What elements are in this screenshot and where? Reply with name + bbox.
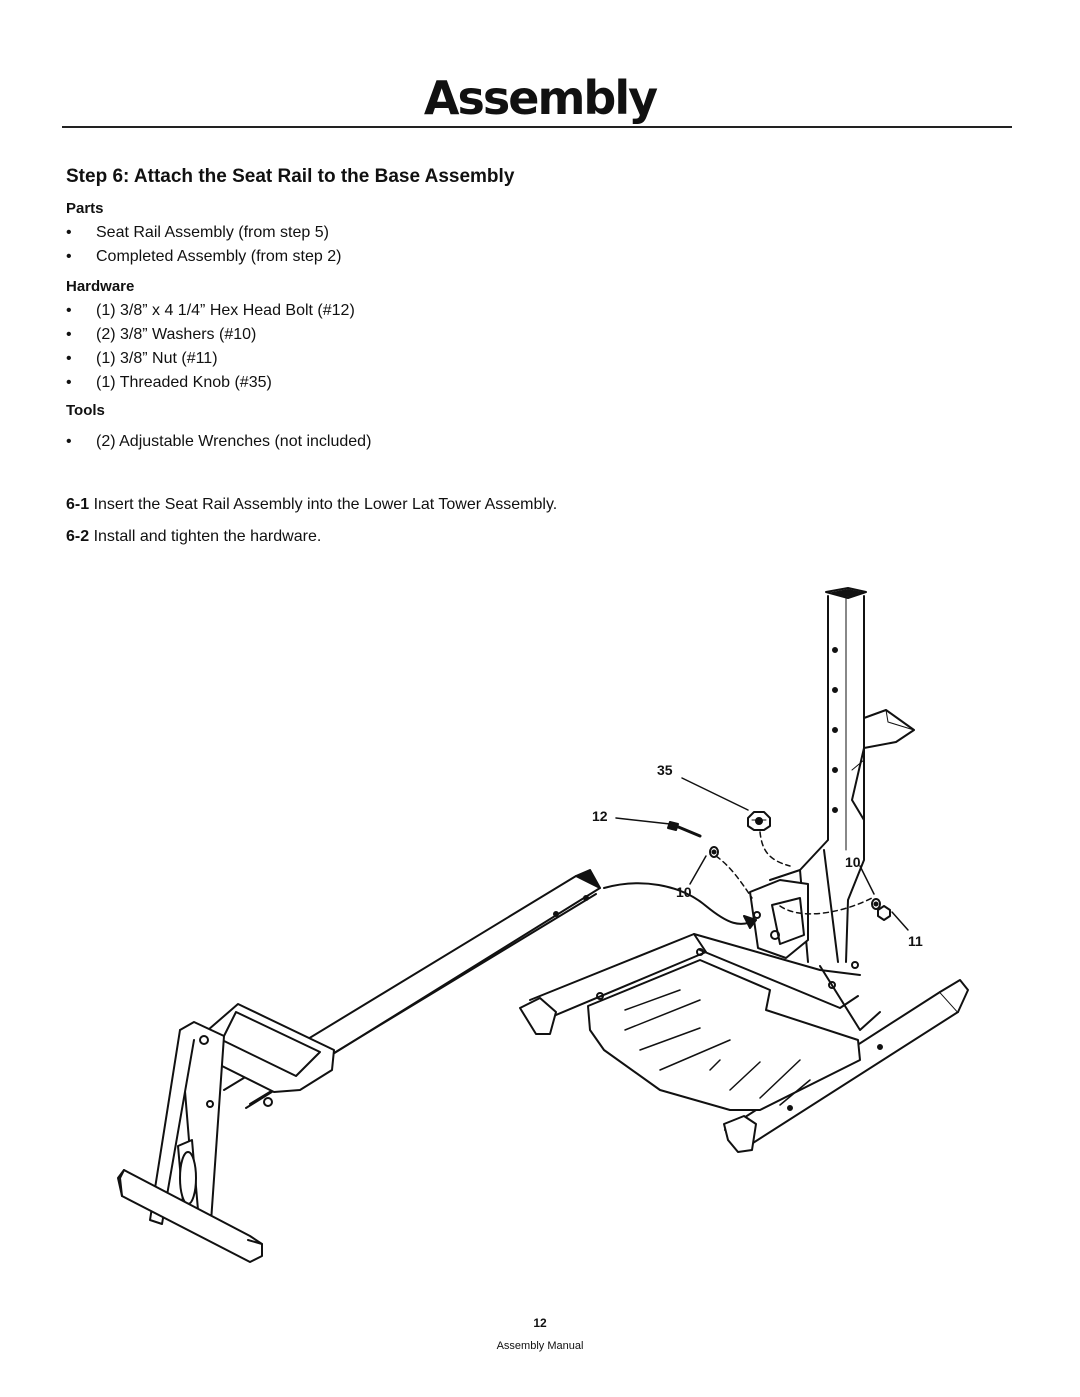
callout-knob: 35: [657, 762, 673, 778]
callout-washer-right: 10: [845, 854, 861, 870]
parts-list: Seat Rail Assembly (from step 5) Complet…: [66, 222, 341, 270]
assembly-path-lines: [715, 831, 873, 915]
front-leg: [117, 1021, 263, 1263]
hex-nut: [877, 905, 891, 921]
threaded-knob: [747, 811, 771, 831]
list-item: (1) 3/8” Nut (#11): [66, 348, 355, 372]
list-item: (2) 3/8” Washers (#10): [66, 324, 355, 348]
instruction-text: Install and tighten the hardware.: [93, 528, 322, 545]
list-item: Seat Rail Assembly (from step 5): [66, 222, 341, 246]
instruction-text: Insert the Seat Rail Assembly into the L…: [93, 496, 558, 513]
hardware-list: (1) 3/8” x 4 1/4” Hex Head Bolt (#12) (2…: [66, 300, 355, 396]
seat: [207, 1003, 335, 1107]
callout-bolt: 12: [592, 808, 608, 824]
instruction-number: 6-1: [66, 496, 90, 513]
list-item: (2) Adjustable Wrenches (not included): [66, 431, 371, 455]
arrow-head: [743, 915, 757, 929]
step-heading: Step 6: Attach the Seat Rail to the Base…: [66, 166, 515, 187]
washer-left: [709, 846, 719, 858]
list-item: Completed Assembly (from step 2): [66, 246, 341, 270]
instruction-6-1: 6-1 Insert the Seat Rail Assembly into t…: [66, 496, 557, 514]
hardware-heading: Hardware: [66, 278, 135, 295]
title-rule: [62, 126, 1012, 128]
tools-list: (2) Adjustable Wrenches (not included): [66, 431, 371, 455]
connection-arrow: [603, 882, 757, 925]
instruction-6-2: 6-2 Install and tighten the hardware.: [66, 528, 321, 546]
tower-upright: [769, 587, 867, 963]
page-number: 12: [533, 1316, 547, 1330]
instruction-number: 6-2: [66, 528, 90, 545]
page-title: Assembly: [423, 71, 658, 125]
parts-heading: Parts: [66, 200, 104, 217]
footer-text: Assembly Manual: [496, 1340, 584, 1352]
list-item: (1) 3/8” x 4 1/4” Hex Head Bolt (#12): [66, 300, 355, 324]
callout-nut: 11: [908, 933, 923, 949]
base-frame: [519, 933, 969, 1153]
hex-head-bolt: [667, 821, 702, 838]
tower-bracket: [851, 709, 915, 821]
foot-plate: [587, 959, 861, 1111]
callout-leaders: [615, 777, 909, 931]
callout-washer-left: 10: [676, 884, 692, 900]
washer-right: [871, 898, 881, 910]
assembly-diagram: 35 12 10 10 11: [117, 587, 969, 1263]
list-item: (1) Threaded Knob (#35): [66, 372, 355, 396]
pivot-bracket: [749, 879, 809, 959]
tools-heading: Tools: [66, 402, 105, 419]
